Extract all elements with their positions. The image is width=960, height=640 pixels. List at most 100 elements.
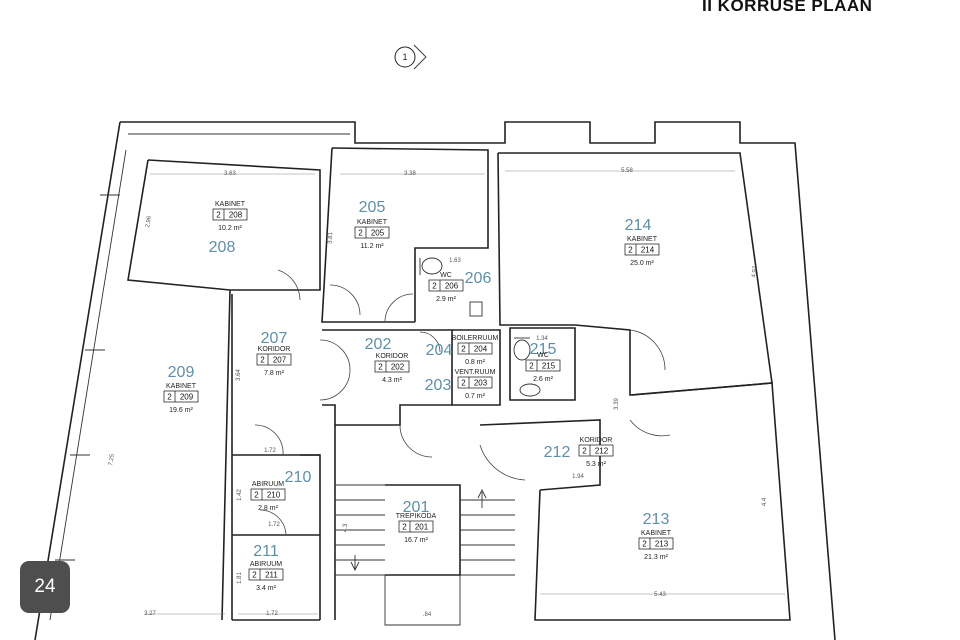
room-area: 10.2 m² (218, 225, 242, 232)
dim-label: 4.4 (762, 497, 768, 506)
room-name: WC (440, 272, 452, 279)
dim-label: 1.63 (449, 258, 461, 264)
dim-label: 5.58 (621, 168, 633, 174)
room-number: 203 (425, 377, 452, 394)
room-number: 212 (544, 444, 571, 461)
dim-label: 3.27 (144, 611, 156, 617)
dim-label: .84 (423, 612, 432, 618)
page-number-badge: 24 (20, 561, 70, 613)
room-floor: 2 (628, 246, 633, 255)
room-code: 207 (273, 356, 287, 365)
room-number: 209 (168, 364, 195, 381)
room-code-box (578, 444, 614, 457)
building-walls (34, 121, 836, 640)
room-number: 213 (643, 511, 670, 528)
room-floor: 2 (642, 540, 647, 549)
room-floor: 2 (529, 362, 534, 371)
dim-label: 1.72 (264, 448, 276, 454)
room-area: 25.0 m² (630, 260, 654, 267)
room-floor: 2 (167, 393, 172, 402)
room-code: 204 (474, 345, 488, 354)
room-name: ABIRUUM (250, 561, 282, 568)
dim-label: 2.96 (145, 215, 153, 228)
room-area: 11.2 m² (360, 243, 384, 250)
room-area: 2.9 m² (436, 296, 457, 303)
room-area: 2.6 m² (533, 376, 554, 383)
dim-label: 3.39 (614, 398, 620, 410)
room-code-box (163, 390, 199, 403)
room-name: KORIDOR (580, 437, 613, 444)
room-name: VENT.RUUM (455, 369, 496, 376)
sanitary-fixtures (419, 257, 541, 397)
room-area: 7.8 m² (264, 370, 285, 377)
room-number: 201 (403, 499, 430, 516)
room-name: TREPIKODA (396, 513, 437, 520)
room-area: 2.8 m² (258, 505, 279, 512)
room-name: KABINET (641, 530, 672, 537)
room-code: 214 (641, 246, 655, 255)
room-number: 210 (285, 469, 312, 486)
dim-label: 1.72 (266, 611, 278, 617)
room-name: KABINET (166, 383, 197, 390)
room-area: 19.6 m² (169, 407, 193, 414)
dim-label: 7.25 (108, 453, 116, 466)
room-floor: 2 (402, 523, 407, 532)
dim-label: 1.94 (572, 474, 584, 480)
room-code: 203 (474, 379, 488, 388)
room-code-box (256, 353, 292, 366)
room-floor: 2 (582, 447, 587, 456)
room-code: 208 (229, 211, 243, 220)
room-number: 207 (261, 330, 288, 347)
room-code: 212 (595, 447, 609, 456)
room-area: 16.7 m² (404, 537, 428, 544)
room-code-box (638, 537, 674, 550)
room-number: 215 (530, 341, 557, 358)
room-name: KORIDOR (376, 353, 409, 360)
room-floor: 2 (461, 379, 466, 388)
room-name: KABINET (627, 236, 658, 243)
dimension-labels: 3.63 3.38 5.58 2.96 3.81 4.97 3.64 7.25 … (108, 168, 768, 618)
room-number: 214 (625, 217, 652, 234)
axis-marker-label: 1 (402, 52, 407, 62)
room-code-box (354, 226, 390, 239)
room-212: 212 KORIDOR 2 212 5.3 m² (544, 437, 614, 468)
doors (254, 269, 671, 536)
room-code: 202 (391, 363, 405, 372)
axis-marker: 1 (394, 44, 427, 70)
room-code: 210 (267, 491, 281, 500)
dim-label: 4.3 (343, 523, 349, 532)
room-number: 205 (359, 199, 386, 216)
room-code: 206 (445, 282, 459, 291)
room-number: 208 (209, 239, 236, 256)
room-area: 5.3 m² (586, 461, 607, 468)
dim-label: 3.38 (404, 171, 416, 177)
dim-label: 1.34 (536, 336, 548, 342)
room-code-box (457, 376, 493, 389)
room-number: 202 (365, 336, 392, 353)
room-area: 21.3 m² (644, 554, 668, 561)
dimension-lines (145, 170, 785, 615)
staircase (335, 484, 515, 626)
dim-label: 4.97 (751, 265, 759, 278)
room-floor: 2 (378, 363, 383, 372)
dim-label: 3.64 (236, 369, 242, 381)
room-name: BOILERRUUM (452, 335, 499, 342)
room-floor: 2 (358, 229, 363, 238)
room-number: 211 (253, 543, 279, 560)
dim-label: 3.63 (224, 171, 236, 177)
room-name: WC (537, 352, 549, 359)
room-code-box (457, 342, 493, 355)
room-number: 206 (465, 270, 492, 287)
room-floor: 2 (252, 571, 257, 580)
